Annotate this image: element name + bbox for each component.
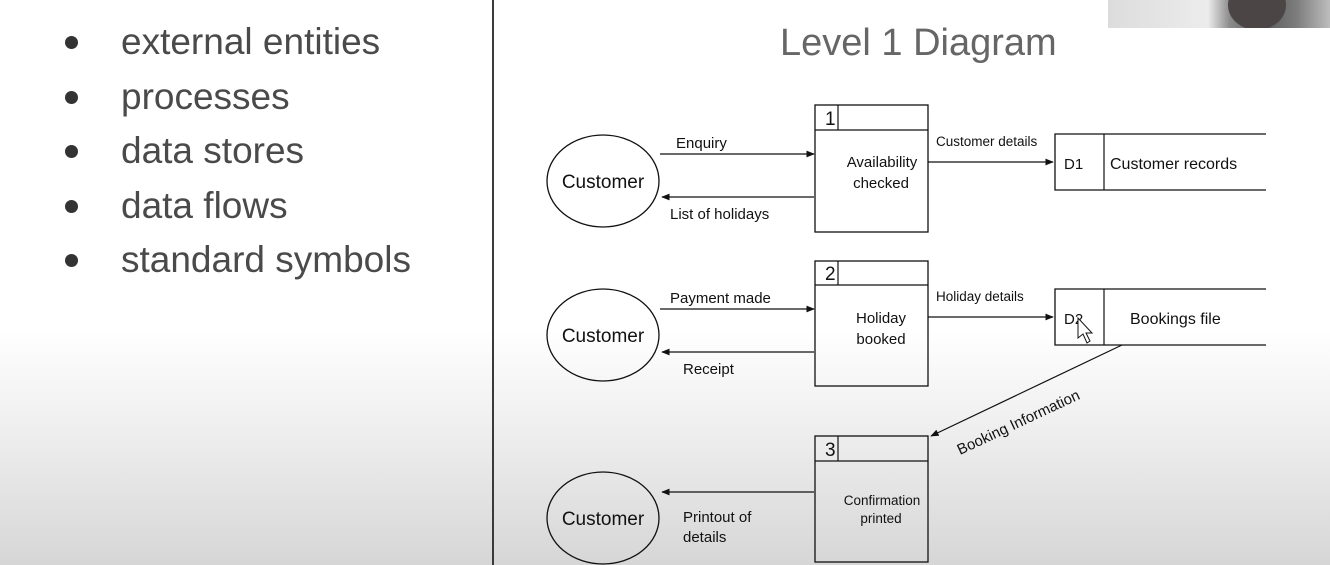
process-number: 1 <box>825 109 836 130</box>
entity-label: Customer <box>562 172 645 193</box>
data-store-name: Bookings file <box>1130 311 1221 328</box>
dfd-row-2: Customer Payment made Receipt 2 Holiday … <box>546 260 1266 387</box>
flow-label-to-store: Holiday details <box>936 289 1024 304</box>
process-box <box>814 104 929 233</box>
bullet-text: standard symbols <box>121 239 411 280</box>
data-store-id: D1 <box>1064 156 1083 173</box>
process-label-line1: Confirmation <box>844 493 921 508</box>
process-label-line1: Holiday <box>856 310 907 327</box>
process-box <box>814 435 929 563</box>
bullet-list: external entities processes data stores … <box>62 18 411 291</box>
process-number: 3 <box>825 440 836 461</box>
bullet-dot-icon <box>65 199 78 213</box>
mouse-cursor-icon <box>1077 316 1094 344</box>
flow-label-out-line2: details <box>683 529 726 546</box>
bullet-text: processes <box>121 75 290 117</box>
flow-label-out: Receipt <box>683 361 735 378</box>
flow-label-to-store: Customer details <box>936 134 1038 149</box>
data-store <box>1054 133 1266 191</box>
process-label-line2: printed <box>860 511 901 526</box>
bullet-item: data stores <box>62 127 411 182</box>
bullet-dot-icon <box>65 90 78 104</box>
external-entity <box>546 134 660 228</box>
dfd-row-3: Customer Printout of details 3 Confirmat… <box>546 435 929 565</box>
entity-label: Customer <box>562 326 645 347</box>
entity-label: Customer <box>562 509 645 530</box>
bullet-dot-icon <box>65 254 78 267</box>
bullet-text: data stores <box>121 130 305 171</box>
bullet-text: external entities <box>121 21 381 62</box>
process-number: 2 <box>825 264 836 285</box>
presenter-silhouette <box>1228 0 1286 28</box>
bullet-text: data flows <box>121 184 288 226</box>
diagonal-flow: Booking Information <box>930 344 1123 459</box>
data-store-name: Customer records <box>1110 156 1237 173</box>
process-label-line2: booked <box>856 331 905 348</box>
flow-label-diagonal: Booking Information <box>955 387 1083 459</box>
flow-arrow-diagonal <box>930 344 1123 437</box>
data-store <box>1054 288 1266 346</box>
bullet-item: standard symbols <box>62 236 411 291</box>
flow-label-out: List of holidays <box>670 206 769 223</box>
diagram-title: Level 1 Diagram <box>780 22 1057 64</box>
flow-label-in: Payment made <box>670 290 771 307</box>
process-label-line1: Availability <box>847 154 918 171</box>
dfd-row-1: Customer Enquiry List of holidays 1 Avai… <box>546 104 1266 233</box>
flow-label-in: Enquiry <box>676 135 727 152</box>
flow-label-out-line1: Printout of <box>683 509 752 526</box>
bullet-dot-icon <box>65 36 78 49</box>
external-entity <box>546 288 660 382</box>
external-entity <box>546 471 660 565</box>
webcam-thumbnail <box>1108 0 1330 28</box>
slide-divider <box>492 0 494 565</box>
bullet-dot-icon <box>65 145 78 158</box>
process-label-line2: checked <box>853 175 909 192</box>
bullet-item: data flows <box>62 182 411 237</box>
bullet-item: external entities <box>62 18 411 73</box>
process-box <box>814 260 929 387</box>
bullet-item: processes <box>62 73 411 128</box>
